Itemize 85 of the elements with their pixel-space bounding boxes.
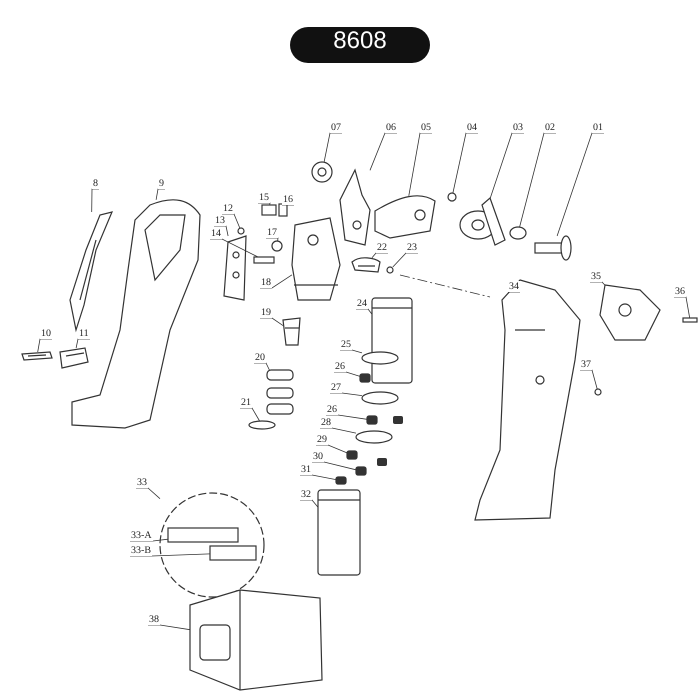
part-drawing [351, 257, 381, 273]
callout-number: 03 [512, 122, 524, 133]
leader-line [91, 188, 100, 212]
callout-number: 34 [508, 281, 520, 292]
callout-number: 01 [592, 122, 604, 133]
callout-number: 27 [330, 382, 342, 393]
part-drawing [361, 351, 399, 365]
nut-drawing [366, 415, 378, 425]
part-drawing [253, 256, 275, 264]
cylinder-drawing [371, 297, 413, 384]
circuit-board-drawing [167, 527, 239, 543]
part-drawing [282, 317, 301, 346]
washer-drawing [248, 420, 276, 430]
part-drawing [21, 351, 53, 361]
part-drawing [223, 235, 247, 301]
callout-number: 19 [260, 307, 272, 318]
connector-drawing [209, 545, 257, 561]
callout-number: 35 [590, 271, 602, 282]
callout-number: 9 [158, 178, 165, 189]
part-drawing [237, 227, 245, 235]
nut-drawing [359, 373, 371, 383]
handle-housing-drawing [474, 279, 581, 521]
model-title: 8608 [290, 27, 430, 63]
washer-drawing [266, 369, 294, 415]
callout-number: 05 [420, 122, 432, 133]
part-drawing [355, 430, 393, 444]
handle-housing-drawing [71, 199, 201, 429]
callout-number: 36 [674, 286, 686, 297]
callout-number: 15 [258, 192, 270, 203]
part-drawing [386, 266, 394, 274]
callout-number: 24 [356, 298, 368, 309]
callout-number: 23 [406, 242, 418, 253]
battery-pack-drawing [189, 589, 323, 691]
callout-number: 07 [330, 122, 342, 133]
blade-drawing [339, 168, 371, 246]
gear-drawing [459, 196, 506, 246]
part-drawing [278, 203, 288, 217]
gear-drawing [311, 161, 333, 183]
callout-number: 17 [266, 227, 278, 238]
callout-number: 33-A [130, 530, 153, 541]
magnified-view-circle [159, 492, 265, 598]
callout-number: 30 [312, 451, 324, 462]
callout-number: 10 [40, 328, 52, 339]
nut-drawing [355, 466, 367, 476]
callout-number: 38 [148, 614, 160, 625]
callout-number: 04 [466, 122, 478, 133]
part-drawing [509, 226, 527, 240]
nut-drawing [335, 476, 347, 485]
callout-number: 02 [544, 122, 556, 133]
nut-drawing [346, 450, 358, 460]
callout-number: 26 [334, 361, 346, 372]
part-drawing [59, 347, 89, 369]
callout-number: 8 [92, 178, 99, 189]
callout-number: 12 [222, 203, 234, 214]
part-drawing [594, 388, 602, 396]
callout-number: 22 [376, 242, 388, 253]
leader-line [156, 188, 166, 200]
callout-number: 26 [326, 404, 338, 415]
callout-number: 32 [300, 489, 312, 500]
callout-number: 14 [210, 228, 222, 239]
part-drawing [261, 204, 277, 216]
callout-number: 37 [580, 359, 592, 370]
callout-number: 06 [385, 122, 397, 133]
part-drawing [361, 391, 399, 405]
callout-number: 11 [78, 328, 90, 339]
part-drawing [682, 317, 698, 323]
callout-number: 16 [282, 194, 294, 205]
callout-number: 25 [340, 339, 352, 350]
callout-number: 33-B [130, 545, 152, 556]
leader-line [282, 204, 294, 206]
part-drawing [271, 240, 283, 252]
part-drawing [447, 192, 457, 202]
callout-number: 31 [300, 464, 312, 475]
part-drawing [374, 195, 436, 239]
callout-number: 29 [316, 434, 328, 445]
callout-number: 21 [240, 397, 252, 408]
callout-number: 13 [214, 215, 226, 226]
callout-number: 28 [320, 417, 332, 428]
part-drawing [599, 284, 661, 341]
cylinder-drawing [317, 489, 361, 576]
callout-number: 20 [254, 352, 266, 363]
part-drawing [291, 217, 341, 301]
part-drawing [534, 235, 572, 261]
callout-number: 33 [136, 477, 148, 488]
callout-number: 18 [260, 277, 272, 288]
